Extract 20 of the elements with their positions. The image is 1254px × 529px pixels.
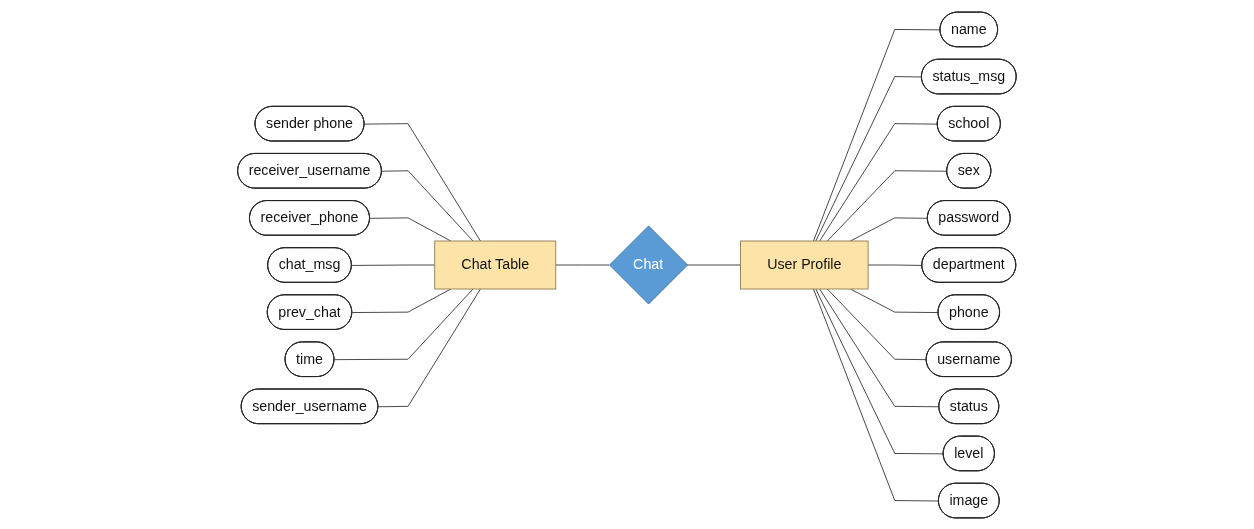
connector xyxy=(850,288,939,313)
connector xyxy=(813,288,940,501)
connector xyxy=(351,264,436,266)
connector xyxy=(351,288,452,313)
connector xyxy=(827,288,928,360)
connector xyxy=(364,122,481,241)
connector xyxy=(334,288,474,360)
connector xyxy=(813,28,941,241)
connector xyxy=(827,169,948,241)
connector xyxy=(867,264,923,266)
node-box: Chat Table xyxy=(434,240,557,289)
node-box: User Profile xyxy=(740,240,869,289)
connector xyxy=(815,75,923,241)
connector xyxy=(381,169,474,241)
connector xyxy=(850,216,929,241)
connector xyxy=(377,288,481,407)
connector xyxy=(815,288,945,454)
node-diamond: Chat xyxy=(609,225,689,304)
connector xyxy=(819,122,939,241)
connector xyxy=(819,288,940,407)
